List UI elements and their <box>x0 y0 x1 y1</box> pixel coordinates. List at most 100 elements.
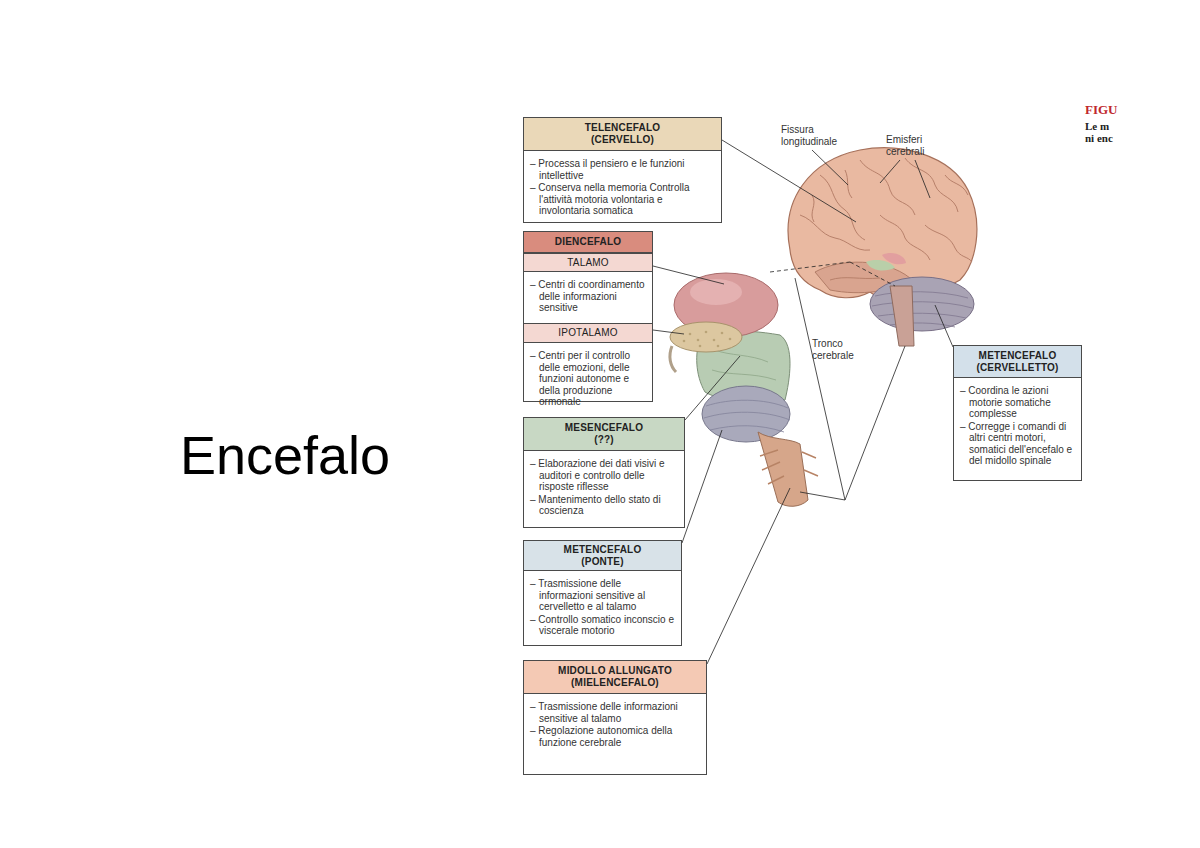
part-label: Tronco cerebrale <box>812 338 872 361</box>
exploded-brainstem <box>760 450 818 484</box>
bullet-text: – Regolazione autonomica della funzione … <box>530 725 700 748</box>
leader-lines <box>685 356 740 420</box>
exploded-brainstem <box>689 333 692 336</box>
page-title: Encefalo <box>180 424 390 486</box>
box-header: DIENCEFALO <box>524 232 652 253</box>
subregion-box: TALAMO – Centri di coordinamento delle in… <box>524 253 652 323</box>
header-text: MESENCEFALO (??) <box>558 422 650 446</box>
bullet-text: – Conserva nella memoria Controlla l'att… <box>530 182 715 217</box>
leader-lines <box>795 278 845 500</box>
leader-lines <box>880 160 900 183</box>
cerebrum <box>880 215 930 260</box>
figure-caption: Le m <box>1085 120 1195 132</box>
dashed-guides <box>770 262 850 272</box>
box-header: MESENCEFALO (??) <box>524 418 684 451</box>
brainstem <box>890 286 914 346</box>
cerebrum <box>882 253 906 264</box>
figure-number: FIGU <box>1085 103 1195 117</box>
cerebellum <box>870 277 974 331</box>
box-body: – Elaborazione dei dati visivi e auditor… <box>524 451 684 522</box>
cerebellum <box>872 292 972 327</box>
exploded-brainstem <box>702 386 790 442</box>
bullet-text: – Centri per il controllo delle emozioni… <box>530 350 646 408</box>
header-text: TALAMO <box>533 257 643 269</box>
exploded-brainstem <box>683 340 686 343</box>
bullet-text: – Elaborazione dei dati visivi e auditor… <box>530 458 678 493</box>
bullet-text: – Mantenimento dello stato di coscienza <box>530 494 678 517</box>
exploded-brainstem <box>699 345 702 348</box>
cerebrum <box>800 215 870 250</box>
region-box: METENCEFALO (CERVELLETTO) – Coordina le a… <box>953 345 1082 481</box>
cerebrum <box>860 160 915 215</box>
cerebellum <box>878 313 966 318</box>
part-label: Fissura longitudinale <box>781 124 853 147</box>
box-body: – Centri per il controllo delle emozioni… <box>524 343 652 413</box>
box-body: – Centri di coordinamento delle informaz… <box>524 272 652 319</box>
bullet-text: – Coordina le azioni motorie somatiche c… <box>960 385 1075 420</box>
header-text: TELENCEFALO (CERVELLO) <box>577 122 669 146</box>
bullet-text: – Trasmissione delle informazioni sensit… <box>530 578 675 613</box>
leader-lines <box>707 488 790 664</box>
exploded-brainstem <box>670 346 676 372</box>
cerebrum <box>945 175 968 195</box>
region-box: METENCEFALO (PONTE) – Trasmissione delle … <box>523 540 682 646</box>
box-header: METENCEFALO (CERVELLETTO) <box>954 346 1081 378</box>
box-body: – Processa il pensiero e le funzioni int… <box>524 151 721 222</box>
cerebellum <box>870 277 974 331</box>
leader-lines <box>653 266 724 284</box>
bullet-text: – Processa il pensiero e le funzioni int… <box>530 158 715 181</box>
region-box: MESENCEFALO (??) – Elaborazione dei dati … <box>523 417 685 528</box>
header-text: IPOTALAMO <box>533 327 643 339</box>
cerebellum <box>875 292 968 298</box>
header-text: METENCEFALO (PONTE) <box>557 544 649 568</box>
exploded-brainstem <box>670 273 818 506</box>
figure-caption: ni enc <box>1085 132 1195 144</box>
cerebrum <box>788 148 977 298</box>
leader-lines <box>682 430 722 543</box>
bullet-text: – Centri di coordinamento delle informaz… <box>530 279 646 314</box>
region-box: TELENCEFALO (CERVELLO) – Processa il pens… <box>523 117 722 223</box>
exploded-brainstem <box>721 332 724 335</box>
bullet-text: – Trasmissione delle informazioni sensit… <box>530 701 700 724</box>
leader-lines <box>915 160 930 198</box>
dashed-guides <box>770 262 895 286</box>
leader-lines <box>812 150 848 185</box>
part-label: Emisferi cerebrali <box>886 134 948 157</box>
leader-lines <box>935 305 953 347</box>
bullet-text: – Corregge i comandi di altri centri mot… <box>960 421 1075 467</box>
box-header: IPOTALAMO <box>524 324 652 343</box>
leader-lines <box>653 330 684 334</box>
box-header: MIDOLLO ALLUNGATO (MIELENCEFALO) <box>524 661 706 694</box>
cerebrum <box>925 225 972 262</box>
cerebrum <box>845 170 852 198</box>
cerebrum <box>788 148 977 298</box>
cerebellum <box>872 302 972 308</box>
box-body: – Coordina le azioni motorie somatiche c… <box>954 378 1081 472</box>
bullet-text: – Controllo somatico inconscio e viscera… <box>530 614 675 637</box>
cerebrum <box>812 195 814 222</box>
box-header: TALAMO <box>524 254 652 272</box>
leader-lines <box>800 492 845 500</box>
region-box: DIENCEFALO TALAMO – Centri di coordinament… <box>523 231 653 402</box>
exploded-brainstem <box>670 322 742 352</box>
exploded-brainstem <box>729 338 732 341</box>
exploded-brainstem <box>705 331 708 334</box>
exploded-brainstem <box>712 350 776 380</box>
dashed-guides <box>850 262 895 286</box>
box-body: – Trasmissione delle informazioni sensit… <box>524 694 706 753</box>
leader-lines <box>845 346 905 500</box>
header-text: DIENCEFALO <box>528 236 648 248</box>
subregion-box: IPOTALAMO – Centri per il controllo delle… <box>524 323 652 413</box>
header-text: MIDOLLO ALLUNGATO (MIELENCEFALO) <box>549 665 681 689</box>
cerebrum <box>905 158 958 212</box>
box-body: – Trasmissione delle informazioni sensit… <box>524 571 681 642</box>
region-box: MIDOLLO ALLUNGATO (MIELENCEFALO) – Trasmi… <box>523 660 707 775</box>
exploded-brainstem <box>713 339 716 342</box>
cerebrum <box>830 278 880 280</box>
leader-lines <box>722 140 856 222</box>
cerebrum <box>820 175 865 240</box>
header-text: METENCEFALO (CERVELLETTO) <box>968 350 1068 374</box>
exploded-brainstem <box>683 331 732 348</box>
box-header: TELENCEFALO (CERVELLO) <box>524 118 721 151</box>
